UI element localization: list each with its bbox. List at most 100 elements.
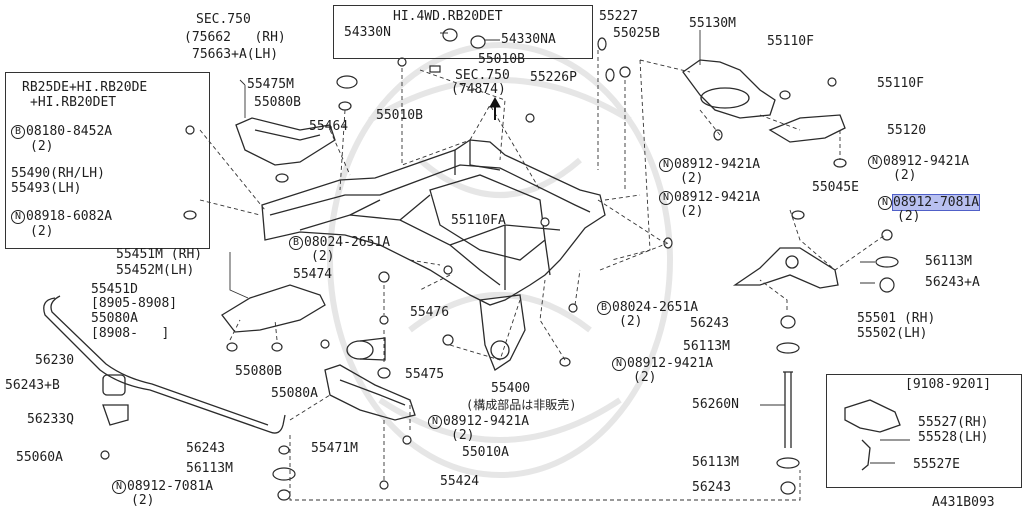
qty-08912-e: (2) (451, 428, 475, 443)
sec750-line2: 75663+A(LH) (192, 47, 279, 62)
rb25-box-title-line2: +HI.RB20DET (30, 95, 117, 110)
fasteners (100, 28, 899, 501)
n-circle-icon: N (428, 415, 442, 429)
part-label-55474[interactable]: 55474 (293, 267, 333, 282)
qty-08024-b: (2) (619, 314, 643, 329)
hi4wd-box-title: HI.4WD.RB20DET (393, 9, 503, 24)
label-8905-8908: [8905-8908] (91, 296, 178, 311)
part-label-55227[interactable]: 55227 (599, 9, 639, 24)
qty-08024-a: (2) (311, 249, 335, 264)
n-circle-icon: N (868, 155, 882, 169)
diagram-code: A431B093 (932, 495, 995, 510)
qty-08180: (2) (30, 139, 54, 154)
part-label-55080b-a[interactable]: 55080B (254, 95, 301, 110)
part-label-56233q[interactable]: 56233Q (27, 412, 74, 427)
part-label-55080b-b[interactable]: 55080B (235, 364, 282, 379)
n-circle-icon: N (112, 480, 126, 494)
qty-08912-a: (2) (680, 171, 704, 186)
part-label-56243-l[interactable]: 56243 (186, 441, 226, 456)
b-circle-icon: B (597, 301, 611, 315)
part-label-55451m[interactable]: 55451M (RH) (116, 247, 203, 262)
qty-08912-7081a-lower: (2) (131, 493, 155, 508)
qty-08912-b: (2) (893, 168, 917, 183)
part-label-55475[interactable]: 55475 (405, 367, 445, 382)
sec750-title: SEC.750 (196, 12, 251, 27)
part-label-55226p[interactable]: 55226P (530, 70, 577, 85)
part-label-55045e[interactable]: 55045E (812, 180, 859, 195)
part-label-55464[interactable]: 55464 (309, 119, 349, 134)
part-label-56113m-r1[interactable]: 56113M (925, 254, 972, 269)
qty-08912-7081a: (2) (897, 209, 921, 224)
part-label-55527e[interactable]: 55527E (913, 457, 960, 472)
part-label-55424[interactable]: 55424 (440, 474, 480, 489)
part-label-55471m[interactable]: 55471M (311, 441, 358, 456)
subframe-crossmember (235, 117, 606, 371)
part-label-56243-r[interactable]: 56243 (690, 316, 730, 331)
part-label-55120[interactable]: 55120 (887, 123, 927, 138)
part-label-55502[interactable]: 55502(LH) (857, 326, 928, 341)
part-label-56230[interactable]: 56230 (35, 353, 75, 368)
date-range-box (826, 374, 1022, 488)
stud (783, 371, 793, 448)
qty-08918: (2) (30, 224, 54, 239)
part-label-55110f-a[interactable]: 55110F (767, 34, 814, 49)
sec750-line1: (75662 (RH) (184, 30, 286, 45)
part-label-55400[interactable]: 55400 (491, 381, 531, 396)
part-label-55493[interactable]: 55493(LH) (11, 181, 82, 196)
part-label-55130m[interactable]: 55130M (689, 16, 736, 31)
lower-brackets (43, 284, 901, 471)
part-label-55110fa[interactable]: 55110FA (451, 213, 506, 228)
b-circle-icon: B (289, 236, 303, 250)
part-label-55025b[interactable]: 55025B (613, 26, 660, 41)
part-label-55010b-left[interactable]: 55010B (376, 108, 423, 123)
part-label-55451d[interactable]: 55451D (91, 282, 138, 297)
solid-leaders (229, 30, 910, 464)
upper-arms (682, 59, 846, 289)
part-label-56260n[interactable]: 56260N (692, 397, 739, 412)
part-label-55110f-b[interactable]: 55110F (877, 76, 924, 91)
part-label-56113m-r2[interactable]: 56113M (683, 339, 730, 354)
date-range-title: [9108-9201] (905, 377, 992, 392)
part-label-55010a[interactable]: 55010A (462, 445, 509, 460)
part-label-56113m-l[interactable]: 56113M (186, 461, 233, 476)
part-label-54330n[interactable]: 54330N (344, 25, 391, 40)
n-circle-icon: N (11, 210, 25, 224)
rb25-box-title-line1: RB25DE+HI.RB20DE (22, 80, 148, 95)
note-not-sold-separately: (構成部品は非販売) (466, 398, 577, 412)
part-label-55528[interactable]: 55528(LH) (918, 430, 989, 445)
rb25-variant-box (5, 72, 210, 249)
part-label-55475m[interactable]: 55475M (247, 77, 294, 92)
part-label-55060a[interactable]: 55060A (16, 450, 63, 465)
b-circle-icon: B (11, 125, 25, 139)
n-circle-icon: N (659, 191, 673, 205)
part-label-55490[interactable]: 55490(RH/LH) (11, 166, 105, 181)
part-label-55527[interactable]: 55527(RH) (918, 415, 989, 430)
part-label-55501[interactable]: 55501 (RH) (857, 311, 936, 326)
part-label-55476[interactable]: 55476 (410, 305, 450, 320)
part-label-56113m-r3[interactable]: 56113M (692, 455, 739, 470)
part-label-55080a-left[interactable]: 55080A (91, 311, 138, 326)
n-circle-icon: N (612, 357, 626, 371)
part-label-55010b-top[interactable]: 55010B (478, 52, 525, 67)
part-label-54330na[interactable]: 54330NA (501, 32, 556, 47)
part-label-55080a-center[interactable]: 55080A (271, 386, 318, 401)
part-label-56243-plus-a[interactable]: 56243+A (925, 275, 980, 290)
part-label-56243-r2[interactable]: 56243 (692, 480, 732, 495)
hi4wd-variant-box (333, 5, 593, 59)
part-label-56243-plus-b[interactable]: 56243+B (5, 378, 60, 393)
qty-08912-c: (2) (680, 204, 704, 219)
ref-arrow (489, 96, 501, 120)
part-label-55452m[interactable]: 55452M(LH) (116, 263, 195, 278)
